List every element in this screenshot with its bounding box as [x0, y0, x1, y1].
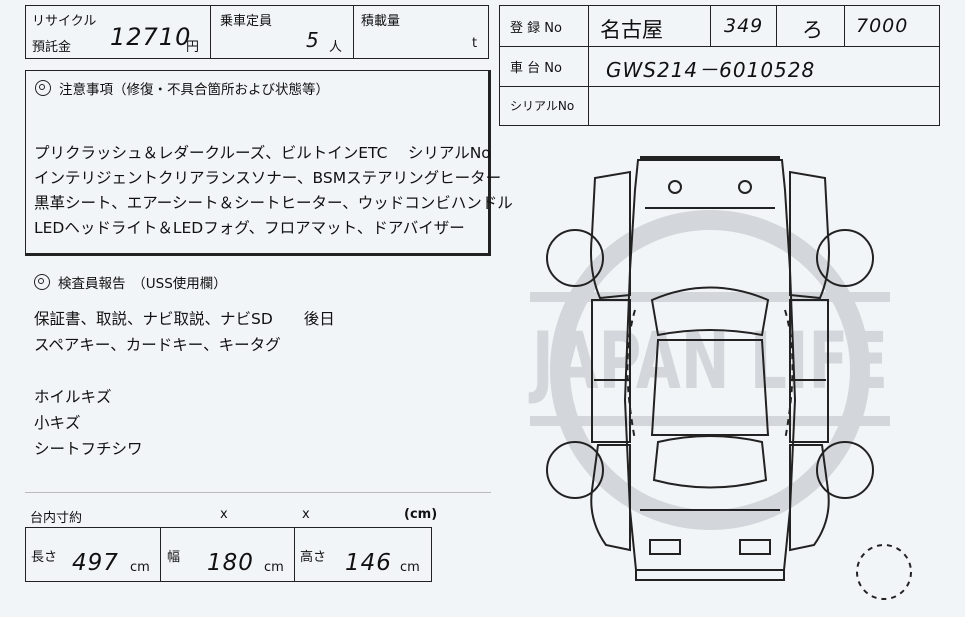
notes-line: プリクラッシュ＆レダークルーズ、ビルトインETC シリアルNo: [34, 144, 491, 162]
height-label: 高さ: [300, 550, 327, 565]
dimensions-unit-header: (cm): [404, 507, 438, 522]
recycle-unit: 円: [186, 40, 200, 55]
inspection-line: 小キズ: [34, 414, 81, 432]
inspection-line: 保証書、取説、ナビ取説、ナビSD 後日: [34, 310, 335, 328]
dimensions-box: 長さ 497 cm 幅 180 cm 高さ 146 cm: [25, 527, 432, 582]
dimensions-x1: x: [220, 507, 228, 522]
length-unit: cm: [130, 560, 150, 575]
circle-marker-icon: [35, 80, 51, 96]
recycle-label-2: 預託金: [32, 40, 72, 55]
width-unit: cm: [264, 560, 284, 575]
reg-class: 349: [724, 15, 764, 37]
reg-area: 名古屋: [600, 18, 663, 42]
length-value: 497: [72, 550, 119, 576]
notes-header: 注意事項（修復・不具合箇所および状態等）: [35, 78, 329, 98]
inspection-lines: 保証書、取説、ナビ取説、ナビSD 後日 スペアキー、カードキー、キータグ ホイル…: [34, 307, 335, 463]
notes-line: 黒革シート、エアーシート＆シートヒーター、ウッドコンビハンドル: [34, 194, 513, 212]
spare-tire-marker: [856, 544, 912, 600]
car-diagram: [546, 156, 874, 581]
dimensions-header: 台内寸約: [30, 511, 83, 526]
inspection-line: スペアキー、カードキー、キータグ: [34, 336, 281, 354]
length-label: 長さ: [31, 550, 58, 565]
inspection-header: 検査員報告 （USS使用欄）: [34, 272, 227, 292]
load-label: 積載量: [361, 14, 401, 29]
notes-box: 注意事項（修復・不具合箇所および状態等） プリクラッシュ＆レダークルーズ、ビルト…: [25, 70, 513, 256]
vehicle-info-box: リサイクル 預託金 12710 円 乗車定員 5 人 積載量 t: [25, 5, 489, 59]
notes-line: LEDヘッドライト＆LEDフォグ、フロアマット、ドアバイザー: [34, 219, 465, 237]
reg-number: 7000: [856, 15, 909, 37]
load-unit: t: [472, 36, 478, 51]
inspection-line: [34, 359, 335, 385]
recycle-value: 12710: [110, 23, 192, 51]
height-unit: cm: [400, 560, 420, 575]
notes-lines: プリクラッシュ＆レダークルーズ、ビルトインETC シリアルNo インテリジェント…: [34, 141, 513, 241]
width-label: 幅: [167, 550, 181, 565]
inspection-line: ホイルキズ: [34, 388, 112, 406]
circle-marker-icon: [34, 274, 50, 290]
chassis-no-label: 車 台 No: [510, 61, 562, 76]
reg-kana: ろ: [802, 18, 823, 42]
inspection-line: シートフチシワ: [34, 440, 143, 458]
reg-no-label: 登 録 No: [510, 21, 562, 36]
serial-no-label: シリアルNo: [510, 99, 575, 113]
capacity-unit: 人: [329, 40, 343, 55]
registration-table: 登 録 No 名古屋 349 ろ 7000 車 台 No GWS214－6010…: [499, 5, 940, 126]
dimensions-divider: [25, 492, 491, 493]
notes-line: インテリジェントクリアランスソナー、BSMステアリングヒーター: [34, 169, 502, 187]
dimensions-x2: x: [302, 507, 310, 522]
width-value: 180: [207, 550, 254, 576]
recycle-label-1: リサイクル: [32, 14, 97, 29]
capacity-label: 乗車定員: [220, 14, 273, 29]
height-value: 146: [345, 550, 392, 576]
chassis-no-value: GWS214－6010528: [606, 58, 816, 82]
capacity-value: 5: [306, 28, 320, 52]
